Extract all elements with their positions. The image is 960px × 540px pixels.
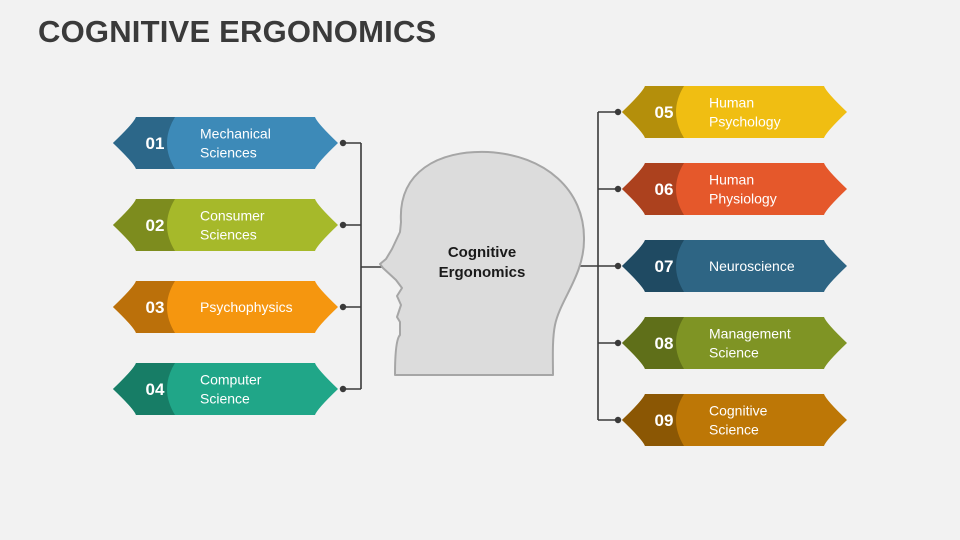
connector-dot xyxy=(614,185,622,193)
item-number: 03 xyxy=(146,298,165,317)
number-badge xyxy=(113,117,175,169)
connector-lines xyxy=(339,108,622,424)
item-label-line: Sciences xyxy=(200,227,257,243)
item-number: 04 xyxy=(146,380,165,399)
head-silhouette xyxy=(379,150,586,376)
item-banner xyxy=(622,86,847,138)
center-label-line: Ergonomics xyxy=(439,264,526,281)
item-label-line: Human xyxy=(709,95,754,111)
item-label-line: Consumer xyxy=(200,208,265,224)
item-number: 09 xyxy=(655,411,674,430)
connector-dot xyxy=(614,262,622,270)
connector-dot xyxy=(339,385,347,393)
slide-title: COGNITIVE ERGONOMICS xyxy=(38,14,437,49)
item-label-line: Science xyxy=(709,422,759,438)
number-badge xyxy=(113,281,175,333)
connector-dot xyxy=(339,221,347,229)
item-number: 02 xyxy=(146,216,165,235)
item-label-line: Cognitive xyxy=(709,403,768,419)
item-number: 07 xyxy=(655,257,674,276)
item-label-line: Mechanical xyxy=(200,126,271,142)
item-03: 03 Psychophysics xyxy=(113,281,338,333)
item-banner xyxy=(622,394,847,446)
number-badge xyxy=(113,363,175,415)
number-badge xyxy=(622,240,684,292)
connector-dot xyxy=(339,139,347,147)
item-number: 01 xyxy=(146,134,165,153)
connector-dot xyxy=(339,303,347,311)
center-label-line: Cognitive xyxy=(448,244,516,261)
item-label-line: Science xyxy=(200,391,250,407)
number-badge xyxy=(622,394,684,446)
connector-dot xyxy=(614,108,622,116)
number-badge xyxy=(622,317,684,369)
item-number: 05 xyxy=(655,103,674,122)
item-label-line: Management xyxy=(709,326,791,342)
item-label-line: Computer xyxy=(200,372,262,388)
number-badge xyxy=(113,199,175,251)
item-label-line: Physiology xyxy=(709,191,777,207)
item-label-line: Sciences xyxy=(200,145,257,161)
number-badge xyxy=(622,163,684,215)
item-label-line: Science xyxy=(709,345,759,361)
category-items: 01MechanicalSciences02ConsumerSciences03… xyxy=(113,86,847,446)
item-label-line: Psychophysics xyxy=(200,299,293,315)
item-banner xyxy=(622,317,847,369)
item-banner xyxy=(113,117,338,169)
item-banner xyxy=(113,281,338,333)
head-outline xyxy=(379,150,586,376)
item-07: 07 Neuroscience xyxy=(622,240,847,292)
item-label-line: Psychology xyxy=(709,114,781,130)
item-banner xyxy=(113,199,338,251)
item-label-line: Neuroscience xyxy=(709,258,795,274)
item-number: 06 xyxy=(655,180,674,199)
item-label-line: Human xyxy=(709,172,754,188)
item-banner xyxy=(113,363,338,415)
connector-dot xyxy=(614,416,622,424)
connector-dot xyxy=(614,339,622,347)
number-badge xyxy=(622,86,684,138)
item-banner xyxy=(622,163,847,215)
item-number: 08 xyxy=(655,334,674,353)
item-banner xyxy=(622,240,847,292)
